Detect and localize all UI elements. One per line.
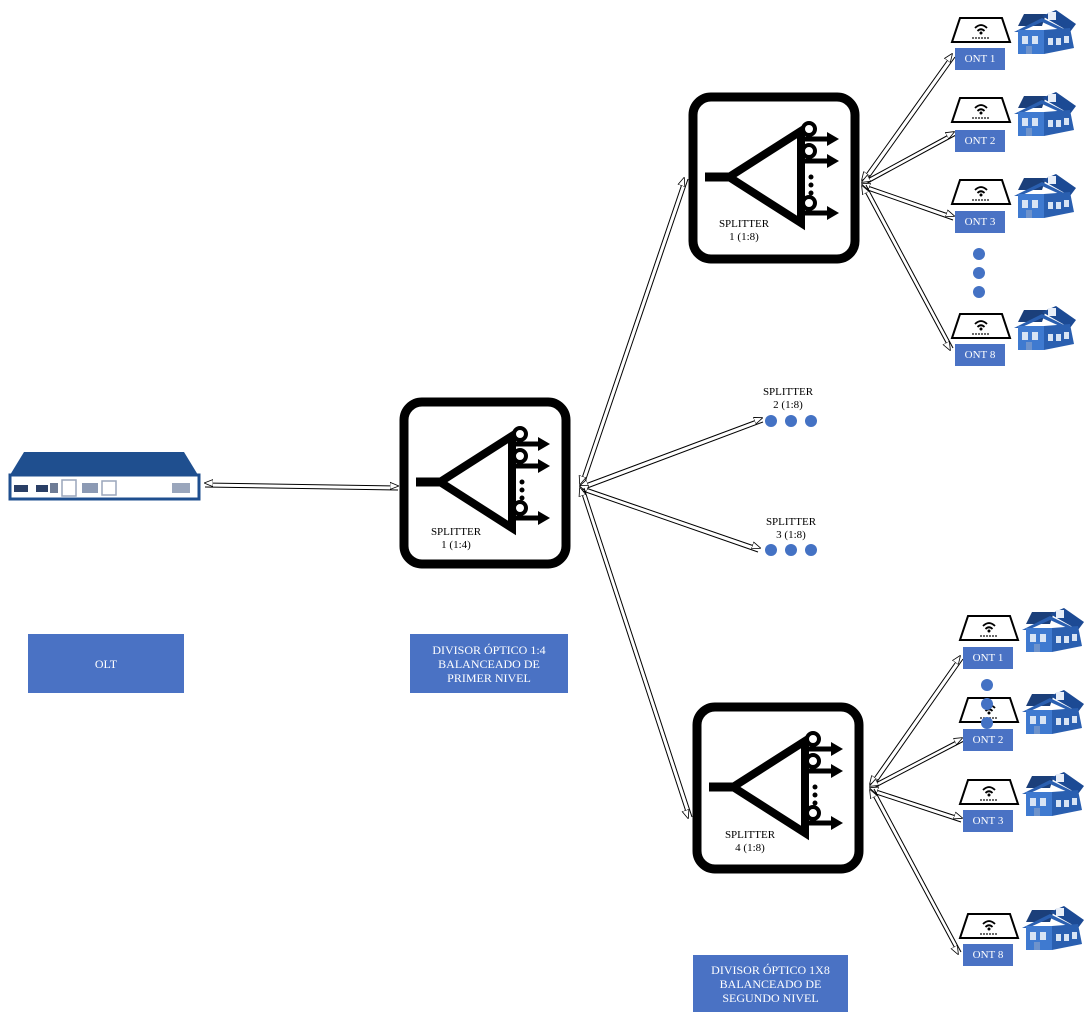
- ellipsis-dot: [981, 717, 993, 729]
- splitter-name: SPLITTER: [718, 218, 770, 230]
- house-icon: [1022, 608, 1084, 652]
- ont-router-icon: [959, 913, 1019, 939]
- splitter-name: SPLITTER: [765, 516, 817, 528]
- splitter-ratio: 4 (1:8): [735, 842, 765, 854]
- ellipsis-dot: [973, 248, 985, 260]
- house-icon: [1014, 306, 1076, 350]
- ont-label: ONT 3: [955, 211, 1005, 233]
- ellipsis-dot: [765, 544, 777, 556]
- house-icon: [1014, 10, 1076, 54]
- house-icon: [1014, 174, 1076, 218]
- splitter-ratio: 1 (1:4): [441, 539, 471, 551]
- olt-caption: OLT: [28, 634, 184, 693]
- house-icon: [1022, 690, 1084, 734]
- links-top-group: [862, 54, 957, 350]
- ont-router-icon: [959, 779, 1019, 805]
- splitter-name: SPLITTER: [762, 386, 814, 398]
- ellipsis-dot: [981, 698, 993, 710]
- splitter-3-label: SPLITTER 3 (1:8): [755, 516, 827, 542]
- ellipsis-dot: [785, 415, 797, 427]
- splitter-2-label: SPLITTER 2 (1:8): [752, 386, 824, 412]
- ont-label: ONT 1: [955, 48, 1005, 70]
- ont-router-icon: [951, 97, 1011, 123]
- ont-label: ONT 1: [963, 647, 1013, 669]
- splitter-name: SPLITTER: [430, 526, 482, 538]
- ellipsis-dot: [805, 415, 817, 427]
- ellipsis-dot: [765, 415, 777, 427]
- ont-label: ONT 8: [955, 344, 1005, 366]
- link-l1-to-splitter-b: [580, 418, 763, 491]
- ellipsis-dot: [785, 544, 797, 556]
- ont-router-icon: [951, 313, 1011, 339]
- ont-label: ONT 2: [955, 130, 1005, 152]
- link-olt-to-splitter1: [205, 483, 398, 491]
- splitter-4-label: SPLITTER 4 (1:8): [714, 829, 786, 855]
- ont-label: ONT 2: [963, 729, 1013, 751]
- ellipsis-dot: [973, 267, 985, 279]
- house-icon: [1022, 772, 1084, 816]
- ont-label: ONT 3: [963, 810, 1013, 832]
- links-bottom-group: [870, 656, 965, 954]
- level1-caption: DIVISOR ÓPTICO 1:4 BALANCEADO DE PRIMER …: [410, 634, 568, 693]
- house-icon: [1022, 906, 1084, 950]
- fiber-links: [205, 54, 965, 954]
- ellipsis-dot: [973, 286, 985, 298]
- ellipsis-dot: [805, 544, 817, 556]
- ont-label: ONT 8: [963, 944, 1013, 966]
- splitter-1-label: SPLITTER 1 (1:8): [708, 218, 780, 244]
- house-icon: [1014, 92, 1076, 136]
- link-l1-to-splitter-c: [580, 486, 760, 553]
- olt-device-icon: [8, 452, 201, 501]
- splitter-ratio: 2 (1:8): [773, 399, 803, 411]
- ont-router-icon: [951, 17, 1011, 43]
- ellipsis-dot: [981, 679, 993, 691]
- link-l1-to-splitter-d: [580, 488, 693, 818]
- splitter-ratio: 3 (1:8): [776, 529, 806, 541]
- ont-router-icon: [959, 615, 1019, 641]
- ont-router-icon: [951, 179, 1011, 205]
- splitter-ratio: 1 (1:8): [729, 231, 759, 243]
- splitter-level1-label: SPLITTER 1 (1:4): [420, 526, 492, 552]
- splitter-name: SPLITTER: [724, 829, 776, 841]
- link-l1-to-splitter-a: [580, 178, 689, 485]
- level2-caption: DIVISOR ÓPTICO 1X8 BALANCEADO DE SEGUNDO…: [693, 955, 848, 1012]
